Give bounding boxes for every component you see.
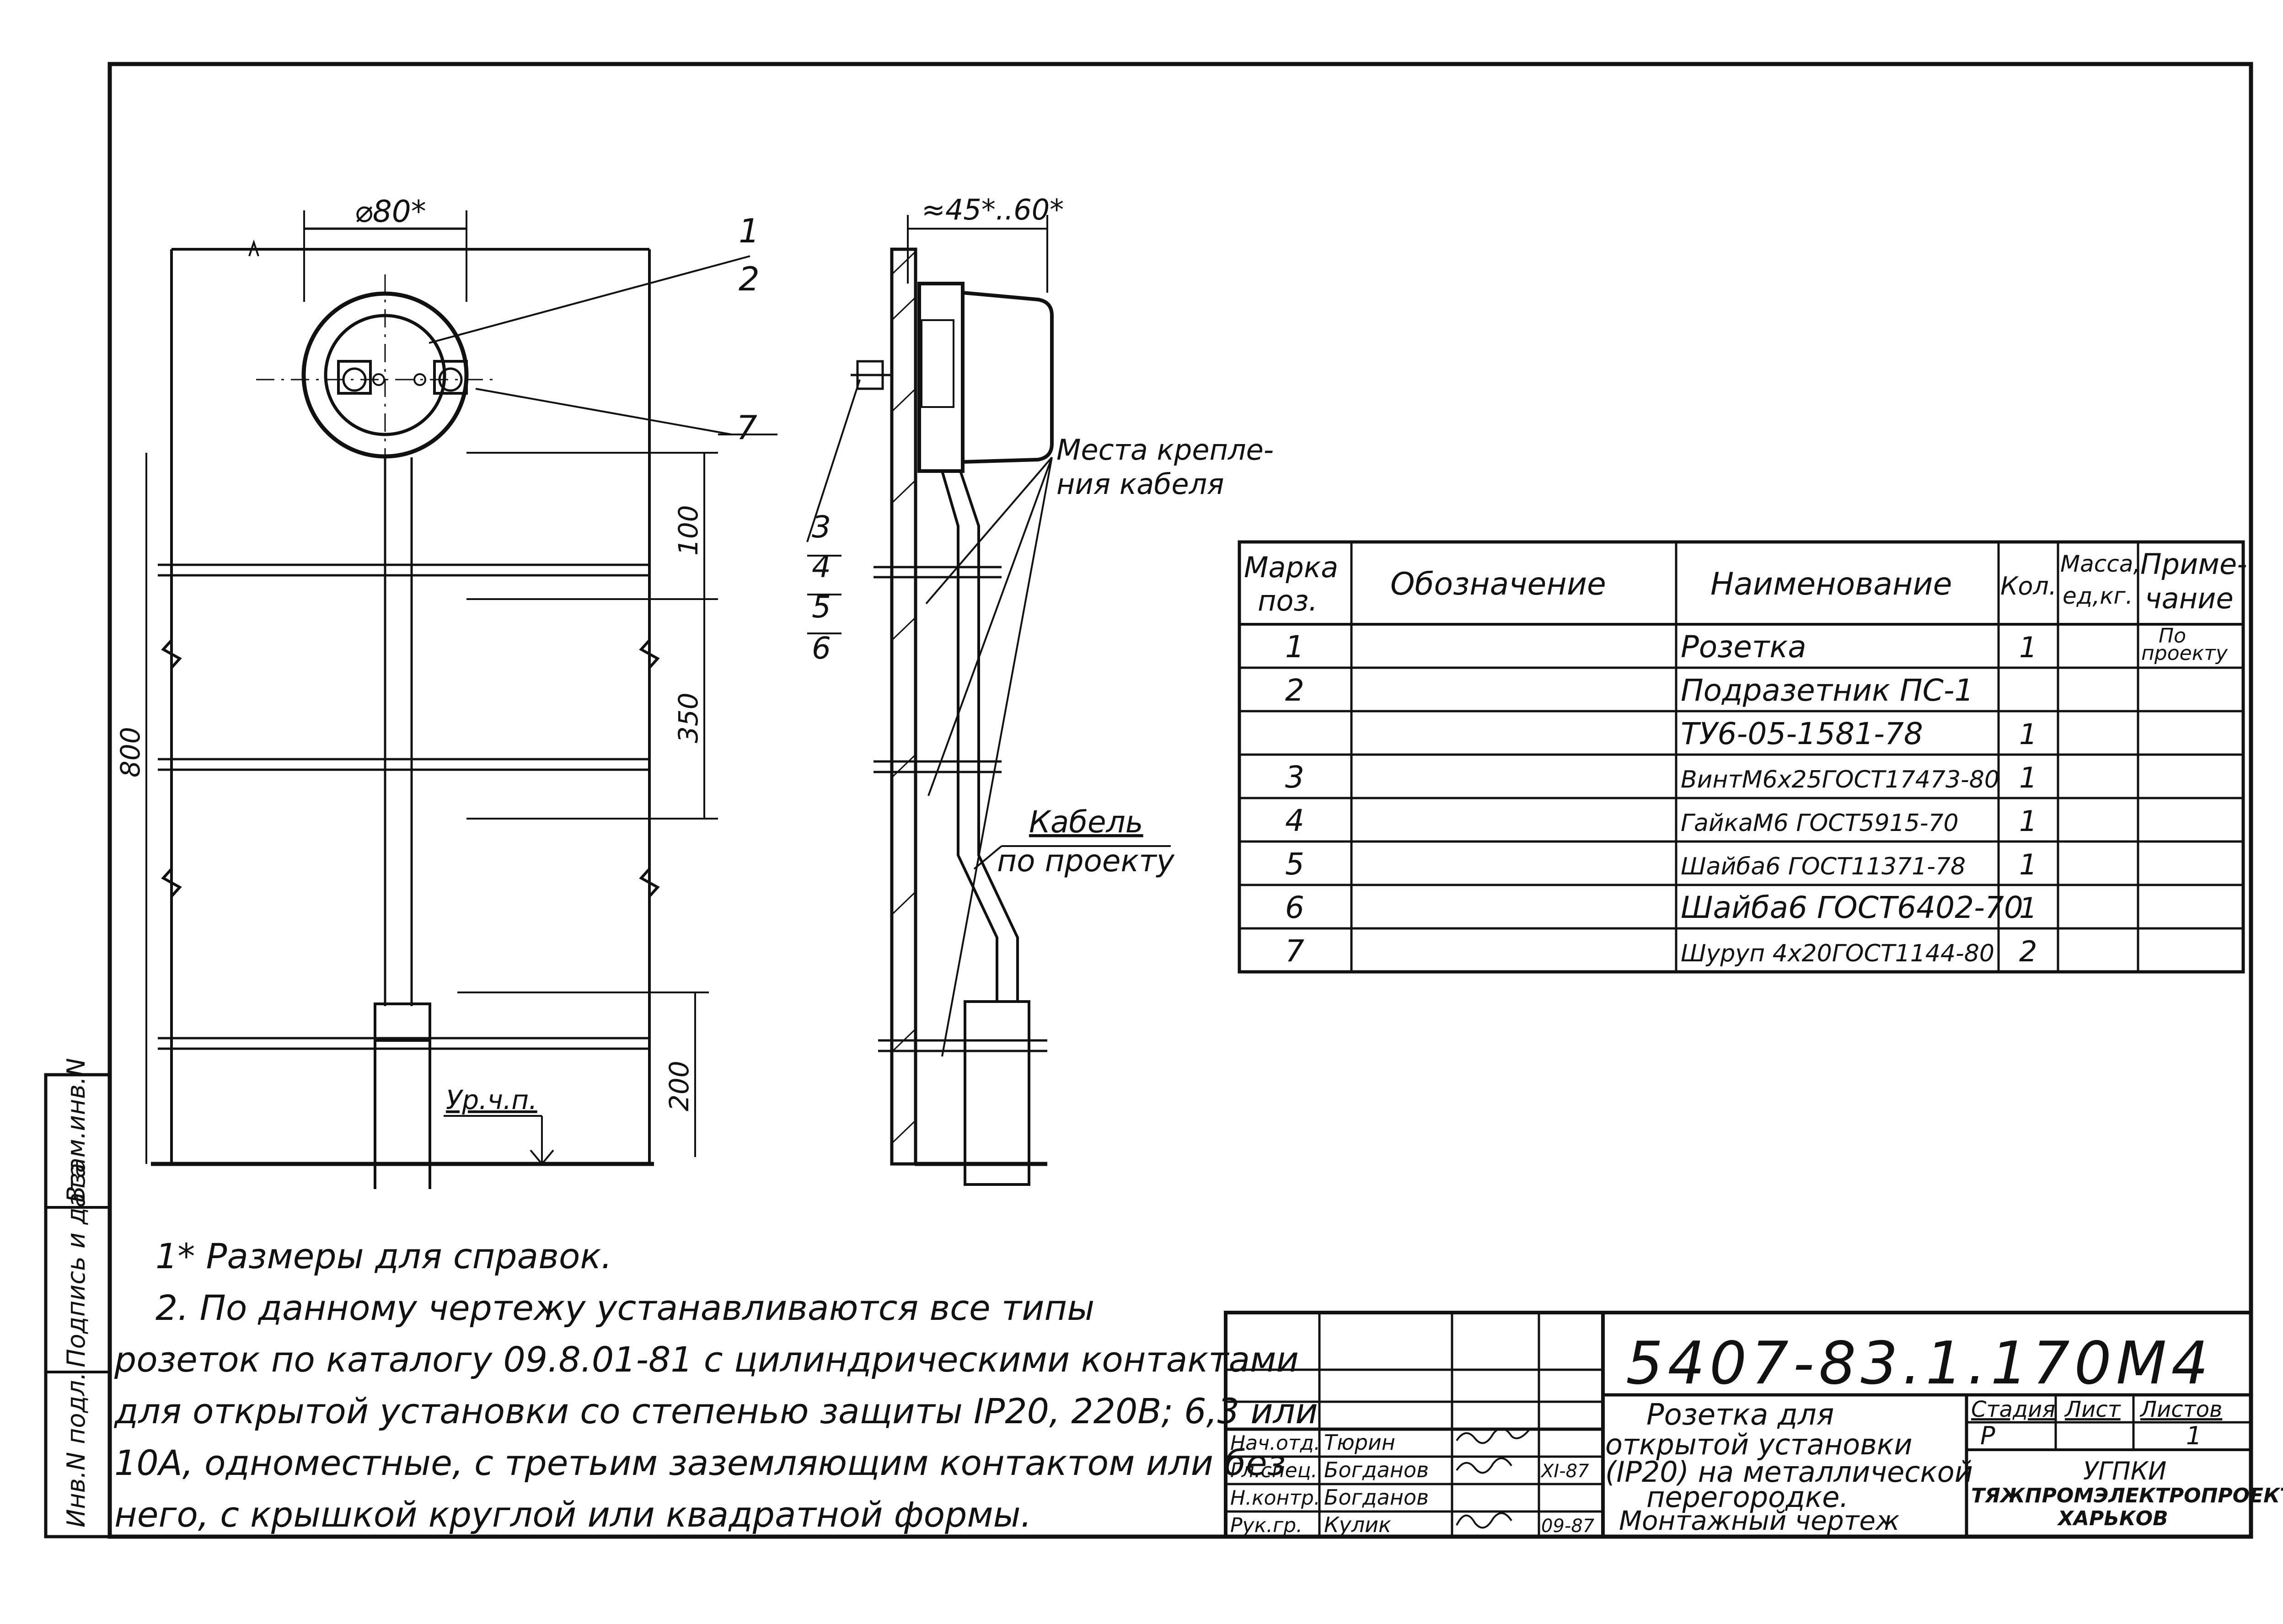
spec-cell-name: Розетка [1681, 629, 1806, 665]
spec-cell-name: Шайба6 ГОСТ6402-70 [1681, 890, 2023, 925]
header-name: Наименование [1710, 566, 1952, 602]
header-mark-line2: поз. [1258, 584, 1318, 617]
header-mark-line1: Марка [1244, 551, 1338, 584]
spec-cell-qty: 1 [2019, 848, 2037, 881]
spec-cell-mark: 2 [1285, 673, 1304, 708]
title-line-5: Монтажный чертеж [1619, 1505, 1899, 1536]
title-line-2: открытой установки [1605, 1428, 1913, 1461]
margin-labels: Взам.инв.N Подпись и дата Инв.N подл. [62, 1058, 91, 1528]
spec-cell-note_line2: проекту [2141, 642, 2228, 665]
spec-cell-name: ГайкаМ6 ГОСТ5915-70 [1681, 809, 1959, 837]
dim-350: 350 [673, 692, 704, 743]
role-name: Кулик [1324, 1512, 1391, 1537]
role-name: Богданов [1324, 1485, 1429, 1510]
title-line-4: перегородке. [1646, 1480, 1849, 1514]
spec-cell-note_line1: По [2159, 624, 2186, 648]
spec-cell-name: ВинтМ6х25ГОСТ17473-80 [1681, 766, 1999, 793]
callout-2: 2 [739, 260, 760, 298]
callout-4: 4 [812, 549, 831, 584]
spec-cell-mark: 1 [1285, 629, 1304, 665]
callout-6: 6 [812, 631, 831, 666]
header-note-line2: чание [2145, 582, 2234, 615]
stage-label: Стадия [1971, 1397, 2055, 1422]
spec-cell-qty: 1 [2019, 891, 2037, 925]
spec-cell-name: Шайба6 ГОСТ11371-78 [1681, 853, 1966, 880]
spec-cell-mark: 7 [1285, 933, 1304, 969]
spec-cell-mark: 5 [1285, 847, 1304, 882]
role-date: XI-87 [1540, 1461, 1589, 1482]
note-line-5: 10А, одноместные, с третьим заземляющим … [114, 1442, 1286, 1483]
org-line-1: УГПКИ [2083, 1457, 2166, 1485]
role-role: Гл.спец. [1230, 1459, 1318, 1482]
spec-cell-mark: 4 [1285, 803, 1304, 838]
cable-fix-label-1: Места крепле- [1056, 433, 1274, 466]
note-line-3: розеток по каталогу 09.8.01-81 с цилиндр… [114, 1339, 1299, 1380]
spec-cell-qty: 2 [2019, 935, 2037, 968]
role-role: Рук.гр. [1230, 1514, 1302, 1537]
callout-5: 5 [812, 590, 831, 625]
note-line-6: него, с крышкой круглой или квадратной ф… [114, 1494, 1032, 1535]
spec-table-header: Марка поз. Обозначение Наименование Кол.… [1244, 547, 2247, 617]
callout-7: 7 [736, 408, 757, 447]
spec-cell-name: Подразетник ПС-1 [1681, 673, 1974, 708]
title-line-3: (IP20) на металлической [1605, 1455, 1973, 1489]
cable-label-2: по проекту [997, 843, 1175, 879]
margin-signature-date: Подпись и дата [62, 1163, 91, 1367]
header-qty: Кол. [2000, 572, 2057, 600]
spec-cell-qty: 1 [2019, 804, 2037, 838]
spec-cell-mark: 6 [1285, 890, 1304, 925]
header-mass-line1: Масса, [2060, 551, 2140, 577]
floor-level-label: Ур.ч.п. [446, 1084, 537, 1115]
role-role: Нач.отд. [1230, 1431, 1320, 1455]
header-designation: Обозначение [1390, 566, 1606, 602]
spec-cell-qty: 1 [2019, 761, 2037, 794]
role-name: Тюрин [1324, 1430, 1395, 1455]
org-line-2: ТЯЖПРОМЭЛЕКТРОПРОЕКТ [1971, 1484, 2283, 1507]
spec-cell-qty: 1 [2019, 631, 2037, 664]
stage-value: Р [1980, 1421, 1995, 1450]
header-mass-line2: ед,кг. [2063, 583, 2133, 609]
note-line-4: для открытой установки со степенью защит… [114, 1391, 1318, 1431]
note-line-2: 2. По данному чертежу устанавливаются вс… [155, 1287, 1095, 1328]
spec-cell-mark: 3 [1285, 760, 1304, 795]
cable-fix-label-2: ния кабеля [1056, 467, 1224, 501]
dim-800: 800 [115, 727, 146, 777]
header-note-line1: Приме- [2140, 547, 2247, 581]
callout-3: 3 [812, 509, 831, 545]
role-role: Н.контр. [1230, 1486, 1320, 1510]
sheets-value: 1 [2186, 1421, 2202, 1450]
cable-label-1: Кабель [1029, 804, 1143, 840]
dim-depth: ≈45*..60* [922, 193, 1064, 226]
spec-cell-name: Шуруп 4х20ГОСТ1144-80 [1681, 940, 1994, 967]
note-line-1: 1* Размеры для справок. [155, 1236, 612, 1276]
org-line-3: ХАРЬКОВ [2057, 1507, 2168, 1530]
role-date: 09-87 [1541, 1516, 1595, 1537]
sheet-label: Лист [2064, 1397, 2122, 1422]
title-block-grid [1224, 1311, 2253, 1538]
role-name: Богданов [1324, 1458, 1429, 1482]
doc-number: 5407-83.1.170М4 [1626, 1329, 2213, 1398]
dim-diameter: ⌀80* [354, 194, 426, 229]
dim-200: 200 [664, 1061, 695, 1111]
spec-cell-qty: 1 [2019, 718, 2037, 751]
sheets-label: Листов [2139, 1397, 2222, 1422]
front-view [145, 210, 777, 1189]
margin-original-inv: Инв.N подл. [62, 1372, 91, 1528]
callout-1: 1 [739, 212, 760, 250]
dim-100: 100 [673, 505, 704, 556]
title-line-1: Розетка для [1646, 1398, 1834, 1432]
spec-table-grid [1238, 540, 2245, 974]
side-view [806, 215, 1171, 1186]
margin-replace-inv: Взам.инв.N [62, 1058, 91, 1203]
spec-cell-name: ТУ6-05-1581-78 [1681, 716, 1923, 751]
sheet-frame [44, 62, 2253, 1539]
general-notes: 1* Размеры для справок. 2. По данному че… [114, 1230, 1318, 1540]
